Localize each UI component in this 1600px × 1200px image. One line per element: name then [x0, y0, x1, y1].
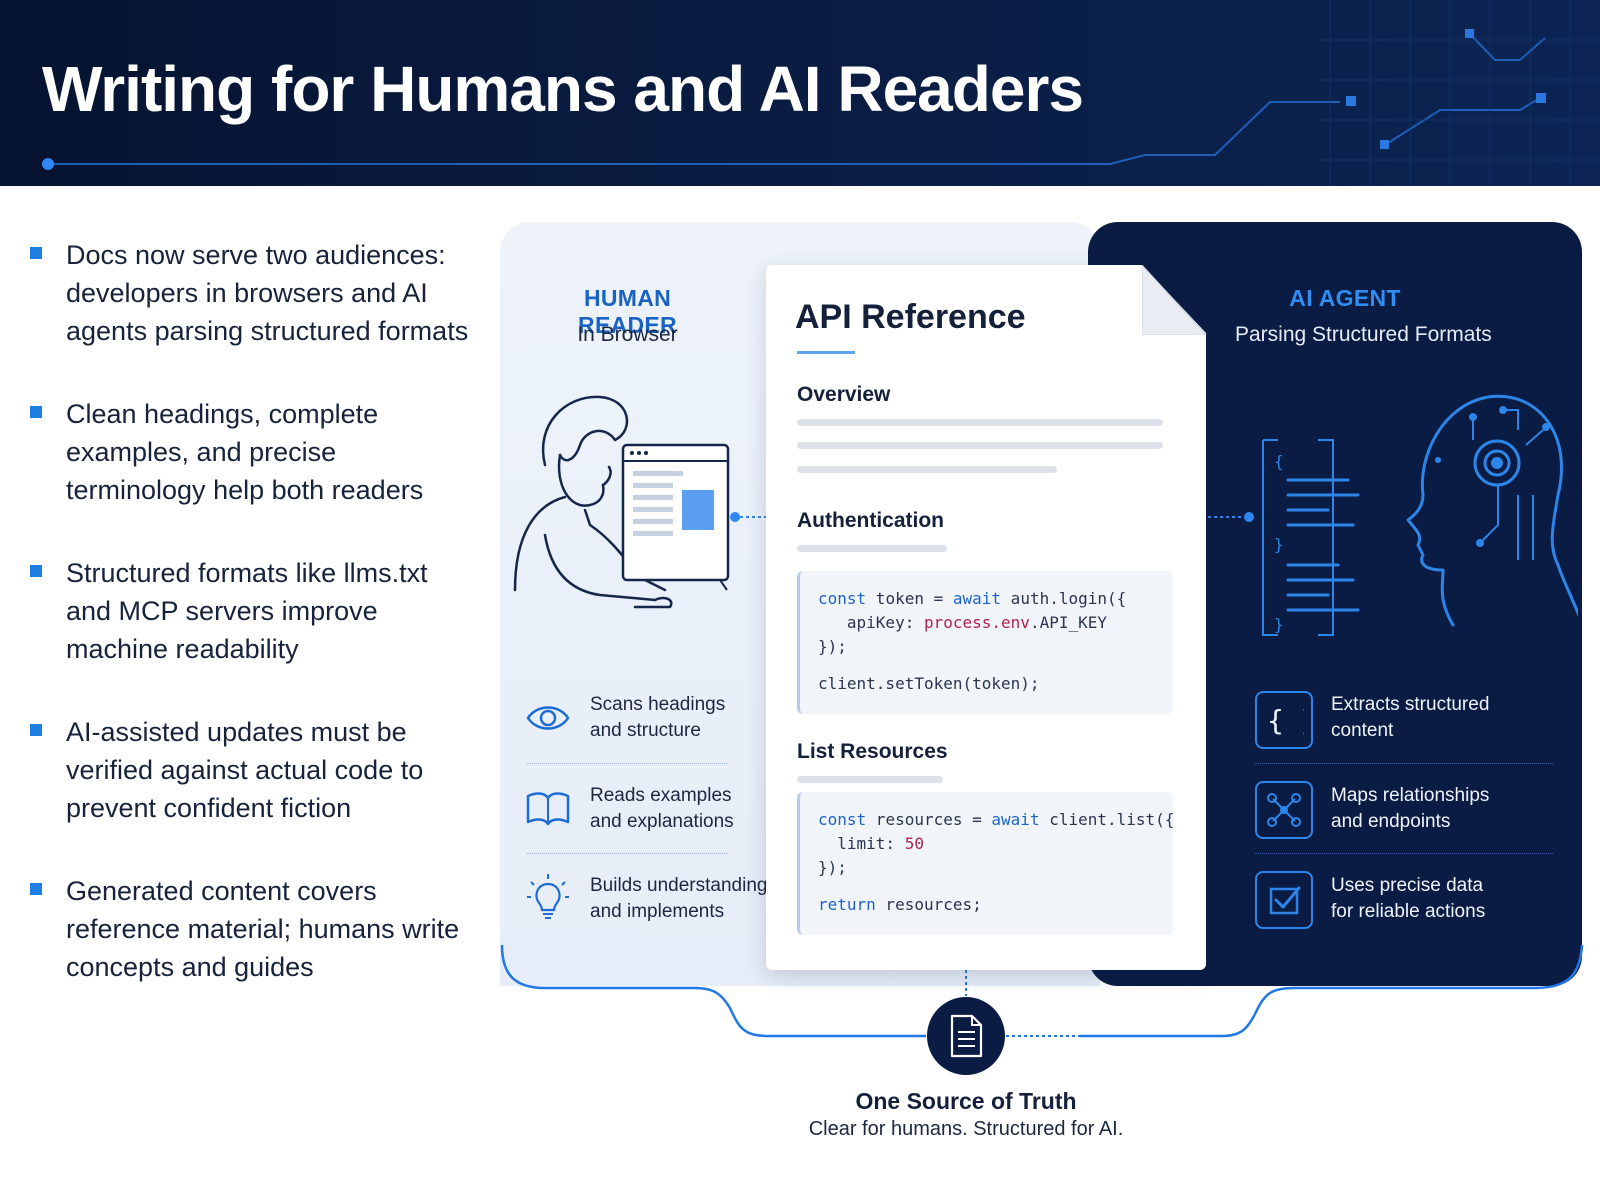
- text-placeholder-line: [797, 419, 1163, 426]
- svg-text:{ }: { }: [1267, 704, 1304, 737]
- code-text: .API_KEY: [1029, 613, 1107, 632]
- feature-line: Maps relationships: [1331, 785, 1490, 806]
- code-text: auth.login({: [1001, 589, 1127, 608]
- code-keyword: const: [818, 589, 867, 608]
- person-at-computer-icon: [513, 395, 730, 609]
- text-placeholder-line: [797, 776, 943, 783]
- bullet-marker: [30, 724, 42, 736]
- list-item: Structured formats like llms.txt and MCP…: [30, 554, 480, 668]
- code-line: });: [818, 858, 847, 877]
- bullet-text: Structured formats like llms.txt and MCP…: [66, 558, 428, 664]
- svg-text:}: }: [1274, 535, 1284, 554]
- section-heading-list-resources: List Resources: [797, 740, 948, 763]
- circuit-decoration: [42, 0, 1600, 186]
- code-line: client.setToken(token);: [818, 674, 1040, 693]
- feature-line: Scans headings: [590, 694, 726, 715]
- code-block-list: const resources = await client.list({ li…: [797, 792, 1175, 935]
- svg-text:}: }: [1274, 615, 1284, 634]
- human-feature-reads: Reads examples and explanations: [590, 783, 734, 835]
- divider: [527, 763, 727, 764]
- page-title: Writing for Humans and AI Readers: [42, 53, 1084, 125]
- network-icon: [1255, 781, 1313, 839]
- code-line: });: [818, 637, 847, 656]
- feature-line: Uses precise data: [1331, 875, 1484, 896]
- code-string: process.env: [923, 613, 1030, 632]
- ai-agent-subtitle: Parsing Structured Formats: [1235, 323, 1492, 346]
- code-block-auth: const token = await auth.login({ apiKey:…: [797, 571, 1173, 714]
- divider: [1255, 853, 1553, 854]
- ai-head-icon: { } }: [1262, 394, 1578, 636]
- header-banner: Writing for Humans and AI Readers: [0, 0, 1600, 186]
- svg-text:{: {: [1274, 452, 1284, 471]
- text-placeholder-line: [797, 442, 1163, 449]
- divider: [527, 853, 727, 854]
- code-line: limit: 50: [818, 832, 1173, 856]
- page-fold-corner: [1142, 265, 1208, 335]
- feature-line: and structure: [590, 720, 701, 741]
- ai-connector-line: [1208, 512, 1254, 522]
- code-text: token =: [866, 589, 953, 608]
- ai-feature-uses: Uses precise data for reliable actions: [1331, 873, 1485, 925]
- code-keyword: const: [818, 810, 867, 829]
- text-placeholder-line: [797, 466, 1057, 473]
- ai-feature-maps: Maps relationships and endpoints: [1331, 783, 1489, 835]
- code-line: const resources = await client.list({: [818, 808, 1175, 832]
- code-line: apiKey: process.env.API_KEY: [818, 611, 1173, 635]
- code-text: client.list({: [1039, 810, 1175, 829]
- code-keyword: await: [952, 589, 1002, 608]
- source-of-truth-title: One Source of Truth: [855, 1088, 1077, 1114]
- human-feature-scans: Scans headings and structure: [590, 692, 725, 744]
- code-text: resources;: [875, 895, 982, 914]
- ai-agent-title: AI AGENT: [1289, 285, 1401, 311]
- ai-feature-extracts: Extracts structured content: [1331, 692, 1489, 744]
- doc-title: API Reference: [795, 298, 1026, 336]
- feature-line: and endpoints: [1331, 811, 1451, 832]
- code-line: return resources;: [818, 893, 1173, 917]
- book-icon: [526, 792, 570, 826]
- code-keyword: return: [818, 895, 876, 914]
- feature-line: Reads examples: [590, 785, 732, 806]
- document-source-icon: [927, 997, 1005, 1075]
- bullet-text: AI-assisted updates must be verified aga…: [66, 717, 424, 823]
- braces-icon: { }: [1255, 691, 1313, 749]
- human-reader-subtitle: In Browser: [577, 323, 678, 346]
- code-text: limit:: [818, 834, 905, 853]
- list-item: AI-assisted updates must be verified aga…: [30, 713, 480, 827]
- human-feature-builds: Builds understanding and implements: [590, 873, 767, 925]
- bullet-text: Docs now serve two audiences: developers…: [66, 240, 469, 346]
- bullet-marker: [30, 406, 42, 418]
- feature-line: Builds understanding: [590, 875, 768, 896]
- human-connector-line: [730, 512, 768, 522]
- feature-line: for reliable actions: [1331, 901, 1486, 922]
- section-heading-authentication: Authentication: [797, 509, 944, 532]
- bullet-marker: [30, 883, 42, 895]
- bullet-marker: [30, 565, 42, 577]
- feature-line: Extracts structured: [1331, 694, 1490, 715]
- lightbulb-icon: [527, 874, 569, 919]
- source-of-truth-subtitle: Clear for humans. Structured for AI.: [808, 1118, 1124, 1140]
- list-item: Docs now serve two audiences: developers…: [30, 236, 480, 350]
- section-heading-overview: Overview: [797, 383, 891, 406]
- feature-line: and implements: [590, 901, 725, 922]
- code-line: const token = await auth.login({: [818, 587, 1173, 611]
- human-reader-title: HUMAN READER: [578, 285, 677, 338]
- code-text: apiKey:: [818, 613, 924, 632]
- feature-line: and explanations: [590, 811, 734, 832]
- text-placeholder-line: [797, 545, 947, 552]
- doc-title-accent: [797, 351, 855, 354]
- code-number: 50: [904, 834, 924, 853]
- code-keyword: await: [991, 810, 1040, 829]
- list-item: Generated content covers reference mater…: [30, 872, 480, 986]
- bullet-marker: [30, 247, 42, 259]
- list-item: Clean headings, complete examples, and p…: [30, 395, 480, 509]
- code-text: resources =: [866, 810, 992, 829]
- feature-line: content: [1331, 720, 1394, 741]
- bullet-text: Generated content covers reference mater…: [66, 876, 460, 982]
- bullet-text: Clean headings, complete examples, and p…: [66, 399, 424, 505]
- divider: [1255, 763, 1553, 764]
- checkbox-icon: [1255, 871, 1313, 929]
- bullet-list: Docs now serve two audiences: developers…: [30, 236, 480, 1031]
- eye-icon: [526, 706, 570, 730]
